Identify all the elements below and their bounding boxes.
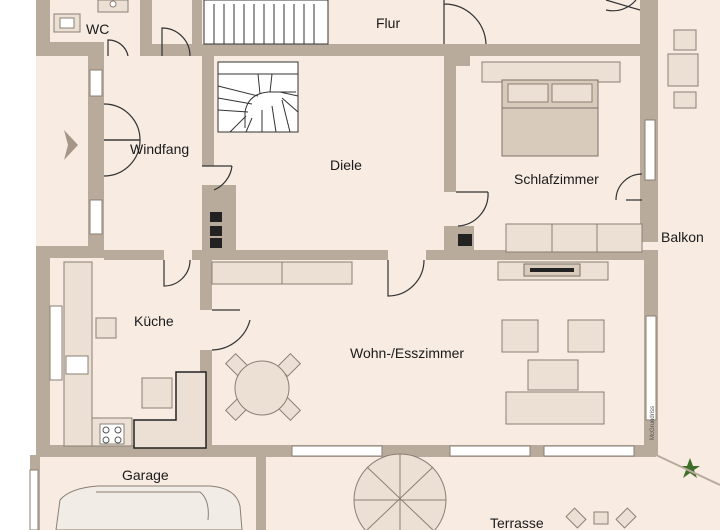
living-sideboard: [211, 261, 609, 285]
living-sofa-group: [501, 319, 605, 425]
label-windfang: Windfang: [130, 141, 189, 157]
car: [55, 485, 243, 530]
balcony-furniture: [667, 29, 699, 109]
label-flur: Flur: [376, 15, 400, 31]
watermark: McGrundriss: [650, 406, 656, 440]
shafts: [210, 212, 472, 248]
label-kueche: Küche: [134, 313, 174, 329]
windows: [29, 69, 657, 530]
bedroom-sofa: [505, 223, 643, 253]
label-schlafzimmer: Schlafzimmer: [514, 171, 599, 187]
label-garage: Garage: [122, 467, 169, 483]
label-terrasse: Terrasse: [490, 515, 544, 530]
label-balkon: Balkon: [661, 229, 704, 245]
staircase: [203, 0, 329, 133]
entrance-arrow-icon: [64, 130, 78, 160]
terrace-parasol: [353, 453, 637, 530]
label-diele: Diele: [330, 157, 362, 173]
room-labels: WC Flur Windfang Diele Schlafzimmer Balk…: [86, 15, 704, 530]
kitchen-counter: [63, 261, 207, 449]
label-wc: WC: [86, 21, 109, 37]
label-wohn-ess: Wohn-/Esszimmer: [350, 345, 464, 361]
wc-fixtures: [53, 0, 129, 33]
doors: [103, 0, 643, 351]
dining-table: [224, 352, 302, 422]
bed: [481, 61, 621, 157]
